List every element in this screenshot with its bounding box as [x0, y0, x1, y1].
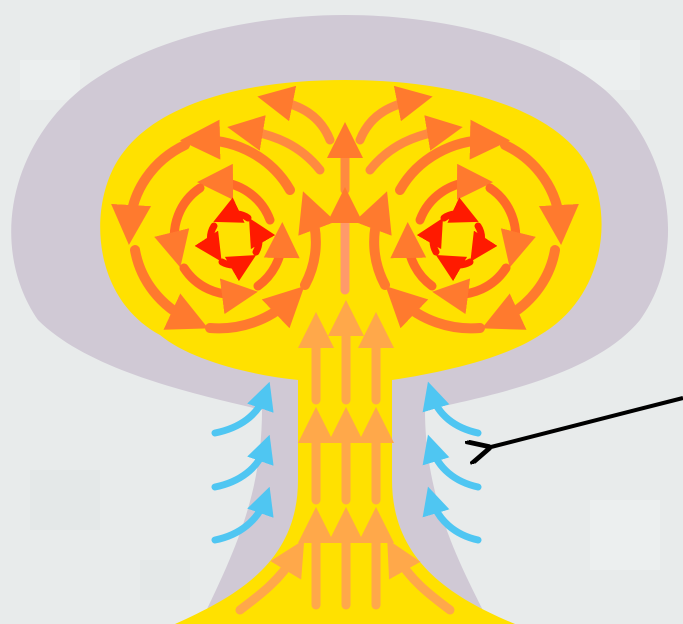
vortex-arrow	[448, 262, 470, 265]
vortex-arrow	[433, 230, 436, 252]
vortex-arrow	[256, 230, 259, 252]
vortex-arrow	[222, 262, 244, 265]
vortex-arrow	[210, 226, 214, 250]
vortex-arrow	[478, 226, 482, 250]
